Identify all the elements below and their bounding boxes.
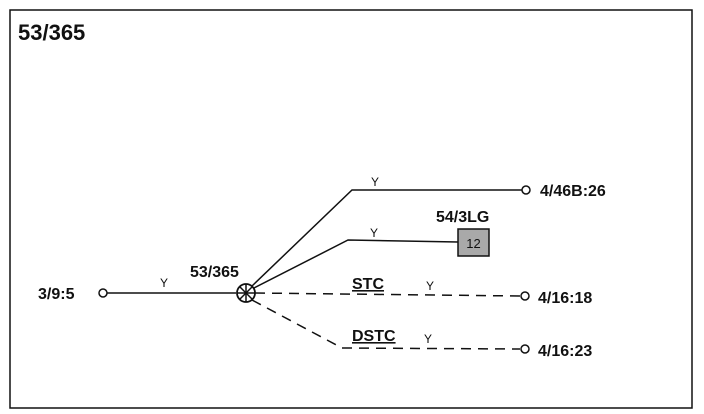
output-wire-color-1: Y <box>371 175 379 189</box>
output-label-4: 4/16:23 <box>538 343 592 360</box>
component-box <box>457 228 490 257</box>
input-wire-color: Y <box>160 276 168 290</box>
splice-label: 53/365 <box>190 264 239 281</box>
circuit-label-dstc: DSTC <box>352 328 396 345</box>
input-label: 3/9:5 <box>38 286 75 303</box>
output-terminal-1 <box>521 185 531 195</box>
input-terminal <box>98 288 108 298</box>
output-wire-3 <box>254 292 521 297</box>
output-label-3: 4/16:18 <box>538 290 592 307</box>
diagram-frame <box>9 9 693 409</box>
output-wire-color-3: Y <box>426 279 434 293</box>
output-terminal-4 <box>520 344 530 354</box>
component-id: 12 <box>466 236 480 251</box>
diagram-title: 53/365 <box>18 20 85 45</box>
output-terminal-3 <box>520 291 530 301</box>
circuit-label-stc: STC <box>352 276 384 293</box>
output-wire-color-4: Y <box>424 332 432 346</box>
output-wire-2 <box>253 239 459 289</box>
component-label: 54/3LG <box>436 209 489 226</box>
output-wire-1 <box>251 189 522 287</box>
output-wire-color-2: Y <box>370 226 378 240</box>
output-wire-4 <box>251 299 521 350</box>
output-label-1: 4/46B:26 <box>540 183 606 200</box>
splice-icon <box>236 283 256 303</box>
